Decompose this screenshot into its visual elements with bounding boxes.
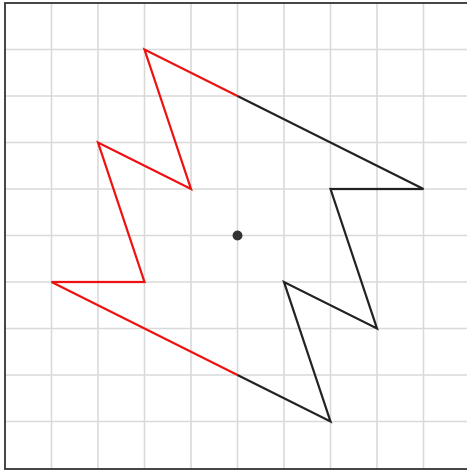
grid-border [4, 2, 467, 470]
black-half-outline [237, 95, 424, 424]
red-half-outline [51, 47, 238, 376]
center-of-rotation-point [232, 230, 243, 241]
